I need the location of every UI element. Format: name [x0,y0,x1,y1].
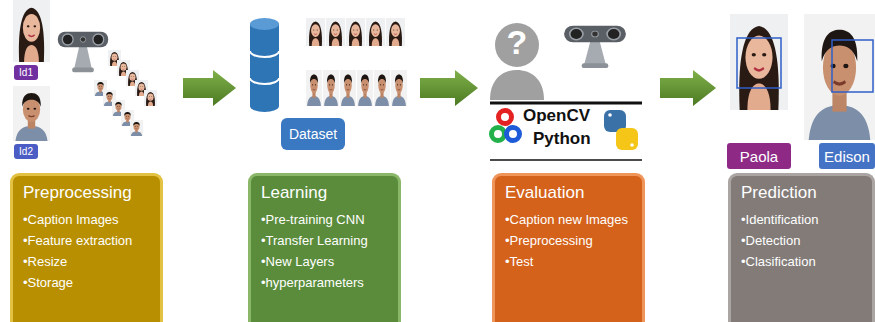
tag-text: Id1 [19,67,33,78]
logo-rule [490,159,642,161]
face-photo [13,86,50,141]
detection-box [832,40,873,92]
opencv-ring [492,128,505,141]
python-logo-dot [608,113,612,117]
unknown-person-body [490,70,544,100]
unknown-person-head [495,23,539,67]
flow-arrow [420,70,478,106]
tag-text: Id2 [19,146,33,157]
python-logo-dot [630,143,634,147]
tag-text: Paola [740,148,778,165]
bullet-item: •Caption Images [23,210,152,229]
bullet-item: •Feature extraction [23,231,152,250]
face-thumbnail [323,70,339,106]
bullet-item: •Pre-training CNN [261,210,390,229]
detection-box [737,38,781,88]
id-tag: Id2 [14,144,38,159]
stage-box: Learning •Pre-training CNN •Transfer Learn… [248,173,401,322]
face-thumbnail [326,18,345,46]
webcam-icon [564,26,626,68]
opencv-ring [499,111,512,124]
bullet-item: •Storage [23,273,152,292]
library-name: OpenCV [523,106,590,126]
face-thumbnail [130,120,143,136]
opencv-ring [507,128,520,141]
logo-panel [490,102,642,160]
database-band [250,51,279,57]
face-photo [804,14,875,140]
bullet-item: •Test [505,252,634,271]
bullet-item: •Detection [741,231,864,250]
logo-rule [490,102,642,105]
id-tag: Id1 [14,65,38,80]
bullet-item: •New Layers [261,252,390,271]
python-logo-part [616,128,638,150]
database-band [250,78,279,84]
name-tag: Edison [819,143,875,169]
bullet-item: •hyperparameters [261,273,390,292]
face-thumbnail [340,70,356,106]
face-thumbnail [346,18,365,46]
stage-heading: Learning [261,182,390,204]
tag-text: Dataset [289,126,337,142]
bullet-item: •Clasification [741,252,864,271]
library-name: Python [533,129,591,149]
face-thumbnail [386,18,405,46]
bullet-item: •Resize [23,252,152,271]
webcam-icon [58,32,108,72]
face-thumbnail [144,90,157,106]
dataset-label: Dataset [281,118,345,150]
face-thumbnail [357,70,373,106]
bullet-item: •Caption new Images [505,210,634,229]
tag-text: Edison [824,148,870,165]
stage-box: Evaluation •Caption new Images •Preprocess… [492,173,645,322]
bullet-item: •Transfer Learning [261,231,390,250]
stage-heading: Prediction [741,182,864,204]
face-photo [730,14,788,110]
face-thumbnail [306,70,322,106]
bullet-item: •Identification [741,210,864,229]
stage-box: Prediction •Identification •Detection •Clas… [728,173,875,322]
flow-arrow [183,70,236,106]
flow-arrow [660,70,716,106]
database-top [250,18,279,30]
database-cylinder [250,24,279,112]
face-thumbnail [366,18,385,46]
face-thumbnail [374,70,390,106]
face-thumbnail [306,18,325,46]
bullet-item: •Preprocessing [505,231,634,250]
name-tag: Paola [727,143,791,169]
stage-box: Preprocessing •Caption Images •Feature ext… [10,173,163,322]
stage-heading: Preprocessing [23,182,152,204]
stage-heading: Evaluation [505,182,634,204]
face-photo [13,0,50,62]
question-mark: ? [503,22,531,63]
face-thumbnail [391,70,407,106]
